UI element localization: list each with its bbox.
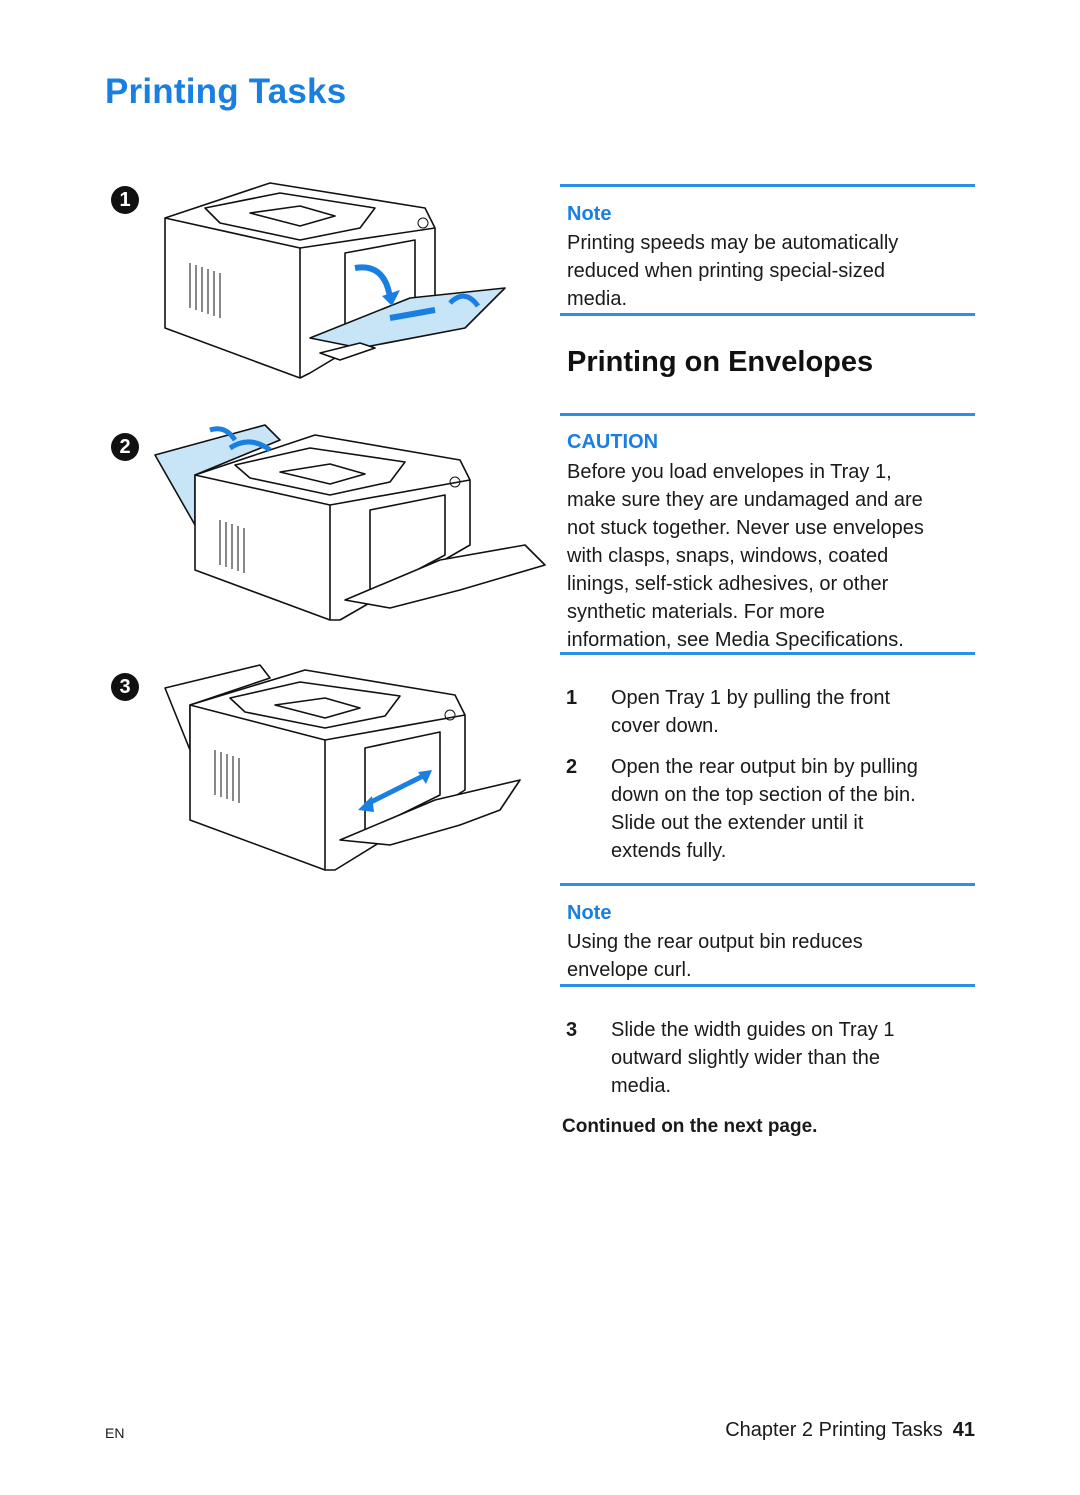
step-text-line: Open Tray 1 by pulling the front xyxy=(611,687,891,709)
footer-chapter-title: Chapter 2 Printing Tasks xyxy=(725,1419,943,1441)
step-text-line: down on the top section of the bin. xyxy=(611,784,916,806)
note-heading: Note xyxy=(567,203,612,225)
step-number: 1 xyxy=(566,687,578,709)
printer-rear-bin-open-illustration xyxy=(154,424,546,621)
caution-text-line: make sure they are undamaged and are xyxy=(567,489,923,511)
step-badge-2: 2 xyxy=(111,433,139,461)
caution-text-line: synthetic materials. For more xyxy=(567,601,825,623)
caution-text-line: linings, self-stick adhesives, or other xyxy=(567,573,889,595)
caution-text-line: information, see Media Specifications. xyxy=(567,629,904,651)
step-text-line: extends fully. xyxy=(611,840,727,862)
footer-chapter: Chapter 2 Printing Tasks 41 xyxy=(725,1419,975,1442)
note-text-line: Using the rear output bin reduces xyxy=(567,931,863,953)
step-number: 3 xyxy=(566,1019,578,1041)
step-number: 2 xyxy=(566,756,578,778)
step-text-line: outward slightly wider than the xyxy=(611,1047,881,1069)
note-text-line: Printing speeds may be automatically xyxy=(567,232,899,254)
caution-box: CAUTION Before you load envelopes in Tra… xyxy=(560,413,975,655)
step-1: 1 Open Tray 1 by pulling the front cover… xyxy=(566,684,976,740)
note-text-line: envelope curl. xyxy=(567,959,692,981)
page-number: 41 xyxy=(952,1419,975,1441)
caution-heading: CAUTION xyxy=(567,431,659,453)
step-text-line: Slide the width guides on Tray 1 xyxy=(611,1019,895,1041)
step-2: 2 Open the rear output bin by pulling do… xyxy=(566,753,976,865)
step-text-line: cover down. xyxy=(611,715,719,737)
note-text-line: reduced when printing special-sized xyxy=(567,260,885,282)
note-box: Note Printing speeds may be automaticall… xyxy=(560,184,975,316)
note-box: Note Using the rear output bin reduces e… xyxy=(560,883,975,987)
step-text-line: media. xyxy=(611,1075,672,1097)
caution-text-line: with clasps, snaps, windows, coated xyxy=(567,545,889,567)
note-heading: Note xyxy=(567,902,612,924)
step-text-line: Open the rear output bin by pulling xyxy=(611,756,918,778)
step-badge-3: 3 xyxy=(111,673,139,701)
continued-note: Continued on the next page. xyxy=(562,1116,818,1137)
step-3: 3 Slide the width guides on Tray 1 outwa… xyxy=(566,1016,976,1100)
step-badge-1: 1 xyxy=(111,186,139,214)
section-heading: Printing on Envelopes xyxy=(567,346,874,378)
printer-width-guides-illustration xyxy=(164,664,521,871)
printer-tray1-open-illustration xyxy=(164,182,506,379)
caution-text-line: Before you load envelopes in Tray 1, xyxy=(567,461,892,483)
page-title: Printing Tasks xyxy=(105,72,347,111)
footer-language-code: EN xyxy=(105,1425,125,1441)
step-text-line: Slide out the extender until it xyxy=(611,812,864,834)
caution-text-line: not stuck together. Never use envelopes xyxy=(567,517,924,539)
note-text-line: media. xyxy=(567,288,628,310)
